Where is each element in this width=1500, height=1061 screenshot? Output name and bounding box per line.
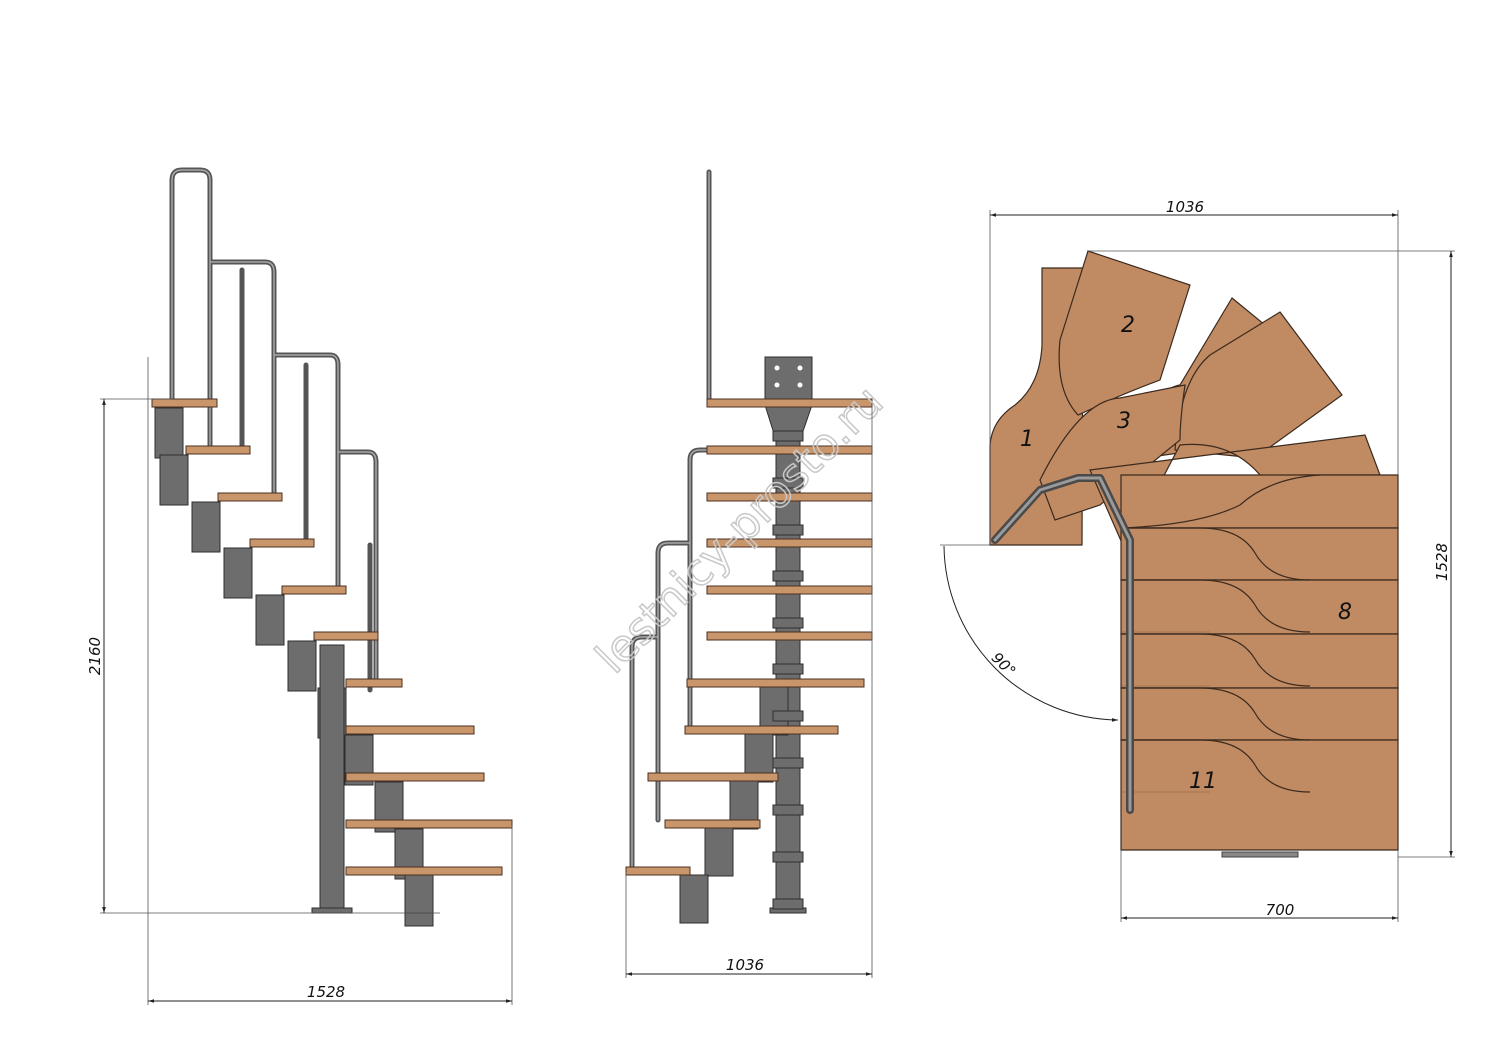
support-block (154, 407, 184, 459)
side-tread (217, 492, 283, 502)
plan-top-dimension-label: 1036 (1166, 198, 1204, 216)
side-treads (151, 398, 513, 876)
plan-tread (1120, 474, 1399, 529)
front-tread (684, 725, 839, 735)
side-tread (249, 538, 315, 548)
front-treads (625, 398, 873, 876)
side-view: 2160 1528 (86, 167, 513, 1005)
plan-height-dimension-label: 1528 (1433, 543, 1451, 581)
side-tread (345, 866, 503, 876)
front-column (775, 439, 801, 914)
side-tread (185, 445, 251, 455)
side-tread (313, 631, 379, 641)
plan-tread (1120, 739, 1399, 851)
front-view: lestnicy-prosto.ru 1036 (585, 169, 894, 978)
step-number-1: 1 (1020, 427, 1034, 452)
side-post-base (311, 907, 353, 914)
step-number-11: 11 (1189, 769, 1217, 794)
side-tread (345, 725, 475, 735)
support-block (255, 594, 285, 646)
plan-tread (1120, 527, 1399, 581)
support-block (704, 827, 734, 877)
angle-label: 90° (988, 649, 1020, 681)
side-tread (345, 678, 403, 688)
support-block (679, 874, 709, 924)
support-block (223, 547, 253, 599)
side-support-blocks (154, 407, 434, 927)
front-tread (647, 772, 779, 782)
side-tread (345, 819, 513, 829)
height-dimension-label: 2160 (86, 637, 104, 675)
plan-view: 1 2 3 8 11 90° 1036 1528 700 (940, 198, 1455, 922)
front-tread (664, 819, 761, 829)
step-number-3: 3 (1117, 409, 1131, 434)
side-tread (151, 398, 218, 408)
side-tread (281, 585, 347, 595)
plan-tread (1120, 687, 1399, 741)
side-width-dimension-label: 1528 (307, 983, 345, 1001)
side-post (319, 644, 345, 914)
side-handrail (169, 167, 379, 693)
side-tread (345, 772, 485, 782)
front-width-dimension-label: 1036 (726, 956, 764, 974)
plan-bottom-dimension-label: 700 (1266, 901, 1295, 919)
plan-tread (1120, 579, 1399, 635)
front-tread (686, 678, 865, 688)
step-number-8: 8 (1338, 600, 1352, 625)
angle-arc (943, 545, 1119, 722)
support-block (287, 640, 317, 692)
support-block (191, 501, 221, 553)
step-number-2: 2 (1121, 313, 1135, 338)
plan-tread (1120, 633, 1399, 689)
plan-tread-3 (1039, 384, 1186, 521)
plan-tread-2 (1058, 250, 1191, 416)
support-block (159, 454, 189, 506)
front-tread (706, 585, 873, 595)
front-tread (625, 866, 691, 876)
front-tread (706, 631, 873, 641)
